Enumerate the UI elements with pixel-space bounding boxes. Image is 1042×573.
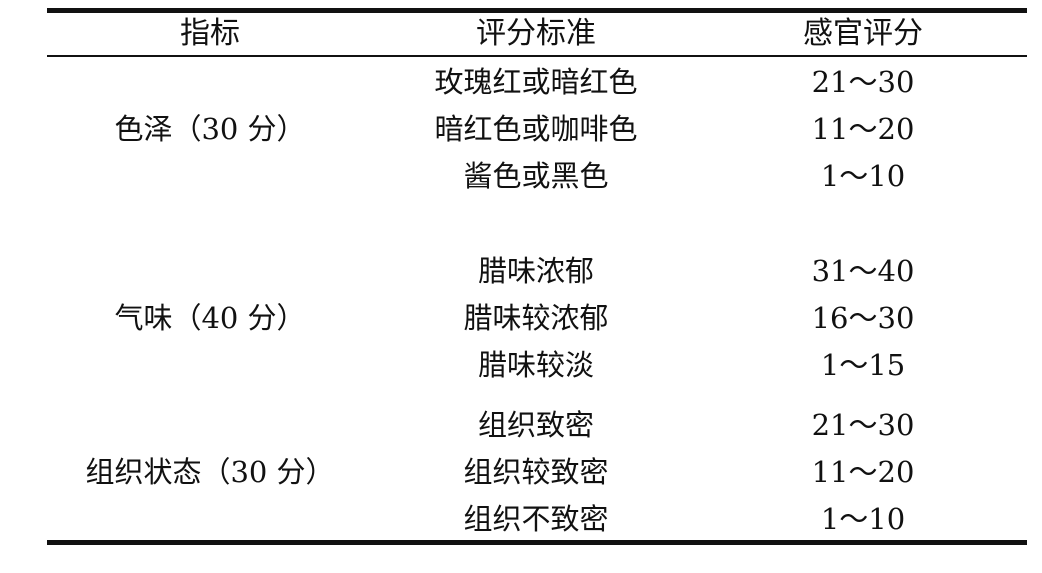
table-bottom-rule: [47, 540, 1027, 545]
criterion-cell: 组织不致密: [463, 502, 609, 536]
table-top-rule: [47, 8, 1027, 13]
score-cell: 21～30: [811, 408, 915, 442]
score-cell: 11～20: [811, 112, 915, 146]
criterion-cell: 酱色或黑色: [463, 159, 609, 193]
criterion-cell: 玫瑰红或暗红色: [434, 65, 638, 99]
header-criteria: 评分标准: [476, 16, 596, 51]
criterion-cell: 组织较致密: [463, 455, 609, 489]
criterion-cell: 暗红色或咖啡色: [434, 112, 638, 146]
table-header-rule: [47, 55, 1027, 57]
criterion-cell: 腊味浓郁: [477, 254, 594, 288]
criterion-cell: 组织致密: [477, 408, 594, 442]
indicator-texture: 组织状态（30 分）: [85, 455, 335, 489]
score-cell: 11～20: [811, 455, 915, 489]
score-cell: 1～10: [820, 502, 906, 536]
criterion-cell: 腊味较浓郁: [463, 301, 609, 335]
indicator-color: 色泽（30 分）: [114, 112, 306, 146]
header-indicator: 指标: [180, 16, 240, 51]
header-sensory-score: 感官评分: [803, 16, 923, 51]
indicator-aroma: 气味（40 分）: [114, 301, 306, 335]
score-cell: 21～30: [811, 65, 915, 99]
score-cell: 1～10: [820, 159, 906, 193]
sensory-evaluation-table: 指标 评分标准 感官评分 色泽（30 分） 玫瑰红或暗红色 21～30 暗红色或…: [47, 8, 1027, 546]
score-cell: 31～40: [811, 254, 915, 288]
score-cell: 16～30: [811, 301, 915, 335]
score-cell: 1～15: [820, 348, 906, 382]
criterion-cell: 腊味较淡: [477, 348, 594, 382]
